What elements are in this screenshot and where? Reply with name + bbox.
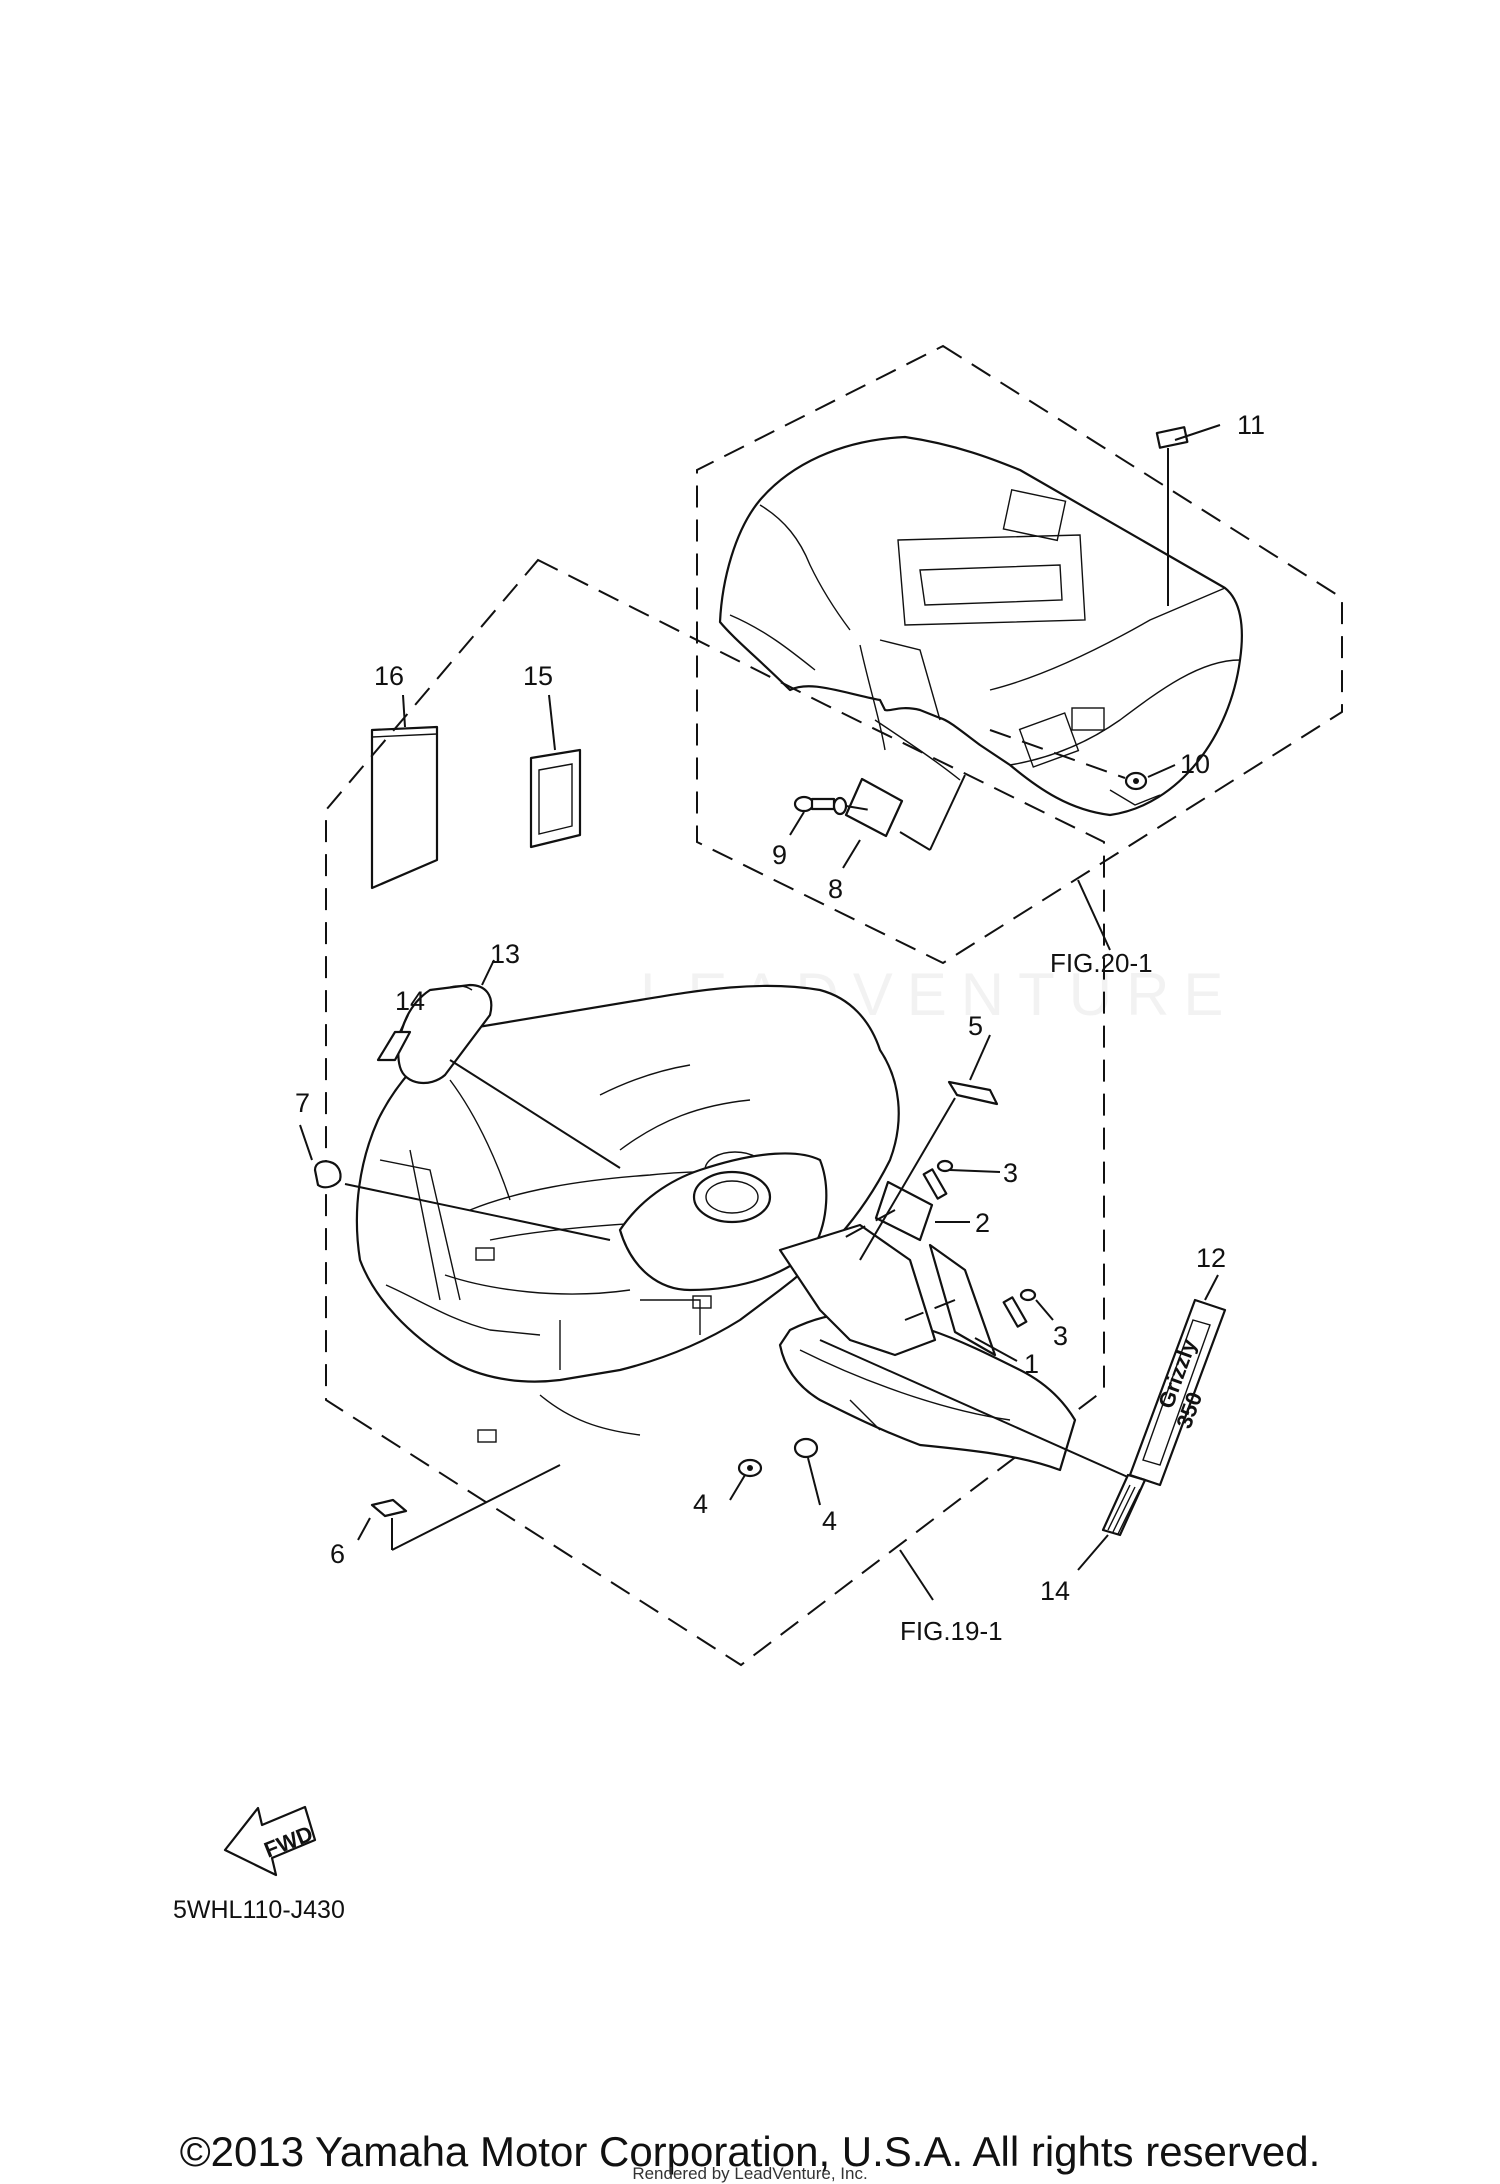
leader-4a <box>729 1474 746 1501</box>
fwd-arrow-icon: FWD <box>223 1805 316 1877</box>
leader-7-ref <box>344 1183 611 1241</box>
callout-4-right[interactable]: 4 <box>822 1506 837 1536</box>
leader-1-ref <box>904 1299 956 1321</box>
ref-fig-20[interactable]: FIG.20-1 <box>1050 948 1153 978</box>
callout-13[interactable]: 13 <box>490 939 520 969</box>
leader-15 <box>548 694 556 751</box>
front-tank-cover[interactable] <box>618 1152 828 1292</box>
part-11-decal[interactable] <box>1155 426 1189 449</box>
leader-fig-20 <box>1077 879 1111 951</box>
leader-8 <box>842 839 861 869</box>
callout-5[interactable]: 5 <box>968 1011 983 1041</box>
part-16-manual[interactable] <box>370 725 439 890</box>
leader-1 <box>974 1337 1018 1362</box>
part-15-label[interactable] <box>529 748 582 849</box>
callout-14-left[interactable]: 14 <box>395 986 425 1016</box>
leader-9-ref <box>845 805 871 811</box>
leader-6-tag <box>357 1517 371 1541</box>
callout-10[interactable]: 10 <box>1180 749 1210 779</box>
callout-4-left[interactable]: 4 <box>693 1489 708 1519</box>
leader-12 <box>1204 1274 1219 1301</box>
leader-fig-19 <box>899 1549 934 1601</box>
part-5-decal[interactable] <box>947 1080 999 1106</box>
leader-10-ref <box>989 729 1126 779</box>
leader-12-ref <box>819 1339 1131 1479</box>
callout-3-lower[interactable]: 3 <box>1053 1321 1068 1351</box>
callout-14-right[interactable]: 14 <box>1040 1576 1070 1606</box>
part-7-cap[interactable] <box>313 1160 342 1189</box>
part-2-plate[interactable] <box>874 1180 934 1242</box>
leader-14b <box>1077 1534 1109 1571</box>
leader-16 <box>402 694 406 728</box>
callout-11[interactable]: 11 <box>1237 410 1265 440</box>
callout-9[interactable]: 9 <box>772 840 787 870</box>
callout-6[interactable]: 6 <box>330 1539 345 1569</box>
leader-13 <box>481 959 495 986</box>
leader-7 <box>299 1124 313 1161</box>
leader-5 <box>969 1034 991 1081</box>
ref-fig-19[interactable]: FIG.19-1 <box>900 1616 1003 1646</box>
rear-fender-group-outline <box>696 344 1343 965</box>
rear-fender[interactable] <box>718 435 1243 817</box>
front-fender-group-outline <box>325 558 1105 1667</box>
leader-13-ref <box>449 1059 621 1169</box>
callout-12[interactable]: 12 <box>1196 1243 1226 1273</box>
leader-4b <box>807 1457 821 1506</box>
leader-10 <box>1147 764 1176 778</box>
part-3-bolt-lower[interactable] <box>1002 1288 1037 1328</box>
leader-3b <box>1035 1299 1054 1321</box>
part-4-grommet-right[interactable] <box>793 1437 819 1459</box>
part-14-decal-right[interactable] <box>1101 1473 1147 1537</box>
leader-8-up <box>929 774 966 851</box>
part-12-emblem[interactable]: Grizzly 350 <box>1128 1298 1227 1487</box>
leader-6-ref <box>391 1464 561 1551</box>
callout-1[interactable]: 1 <box>1024 1349 1039 1379</box>
leader-11 <box>1174 424 1221 441</box>
leader-3a <box>949 1169 1001 1173</box>
part-9-fastener[interactable] <box>793 795 848 816</box>
leader-5-drop <box>859 1097 956 1261</box>
part-4-grommet-left-center <box>747 1465 753 1471</box>
diagram-code: 5WHL110-J430 <box>173 1896 345 1924</box>
front-side-cover[interactable] <box>778 1223 937 1357</box>
part-14-decal-left[interactable] <box>376 1030 412 1062</box>
leader-9 <box>789 811 805 836</box>
leader-14a <box>399 1014 409 1033</box>
callout-8[interactable]: 8 <box>828 874 843 904</box>
callout-15[interactable]: 15 <box>523 661 553 691</box>
part-3-bolt-upper[interactable] <box>922 1159 954 1200</box>
leader-8-link <box>899 831 931 851</box>
callout-16[interactable]: 16 <box>374 661 404 691</box>
copyright-text: ©2013 Yamaha Motor Corporation, U.S.A. A… <box>179 2128 1321 2175</box>
front-fender[interactable] <box>355 984 900 1443</box>
callout-7[interactable]: 7 <box>295 1088 310 1118</box>
callout-3-upper[interactable]: 3 <box>1003 1158 1018 1188</box>
rendered-by-text: Rendered by LeadVenture, Inc. <box>632 2164 868 2183</box>
part-6-decal[interactable] <box>370 1498 408 1518</box>
part-8-plate[interactable] <box>844 777 904 838</box>
callout-2[interactable]: 2 <box>975 1208 990 1238</box>
part-10-grommet-center <box>1133 778 1139 784</box>
